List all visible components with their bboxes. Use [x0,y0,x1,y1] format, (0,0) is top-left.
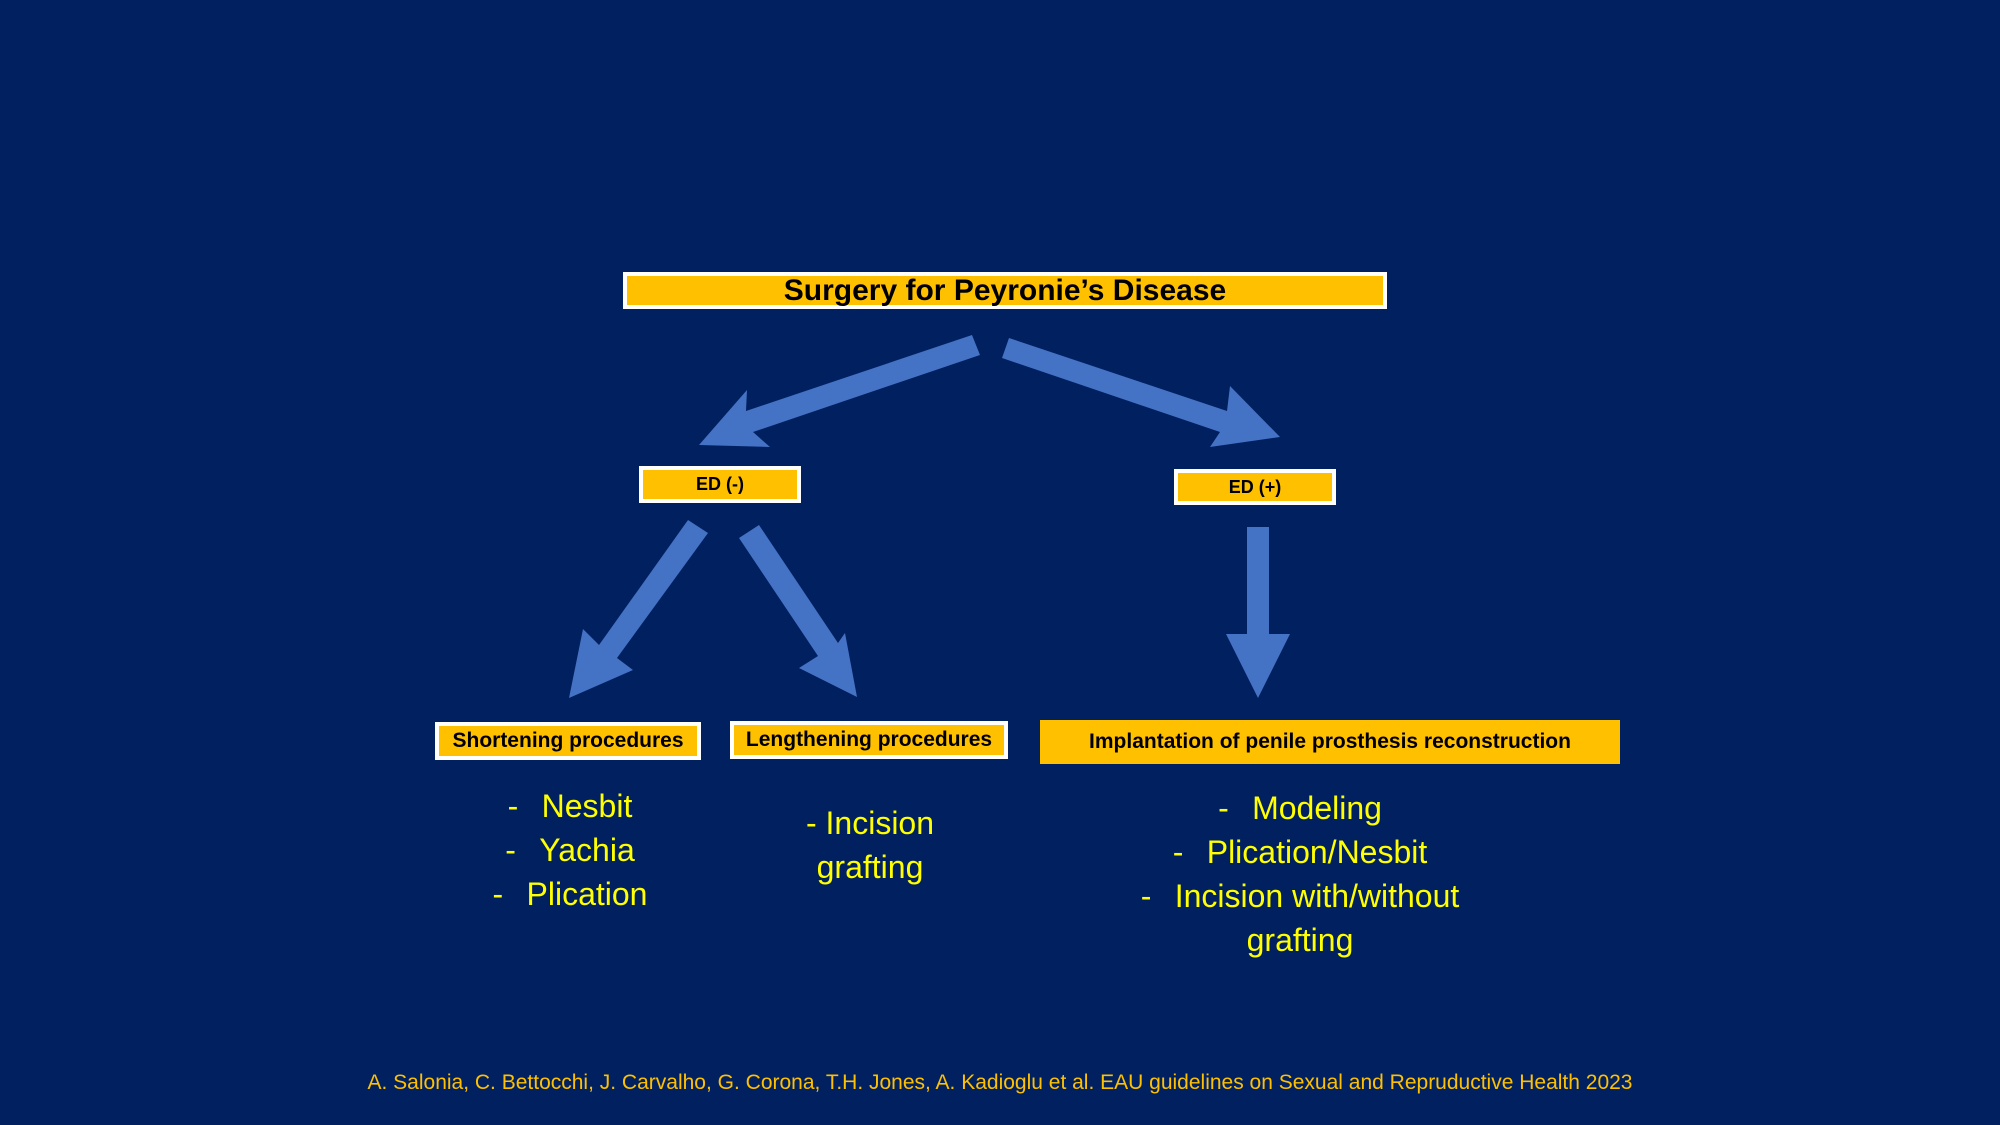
citation: A. Salonia, C. Bettocchi, J. Carvalho, G… [367,1071,1633,1094]
shortening-procedures-box: Shortening procedures [435,722,701,760]
list-item: grafting [816,849,924,885]
list-item: -Plication/Nesbit [1172,834,1428,870]
list-item: grafting [1246,922,1354,958]
list-item: -Nesbit [507,788,633,824]
ed-positive-box: ED (+) [1174,469,1336,505]
arrow-to-ed-negative [699,335,980,447]
lengthening-procedures-box: Lengthening procedures [730,721,1008,759]
list-item: - Incision [805,805,935,841]
diagram-title: Surgery for Peyronie’s Disease [623,272,1387,309]
list-item: -Incision with/without [1140,878,1460,914]
arrow-to-implantation [1226,527,1290,698]
ed-negative-box: ED (-) [639,466,801,503]
arrow-to-lengthening [739,525,857,697]
arrow-to-ed-positive [1002,338,1280,447]
list-item: -Yachia [505,832,635,868]
list-item: -Modeling [1218,790,1382,826]
implantation-box: Implantation of penile prosthesis recons… [1040,720,1620,764]
list-item: -Plication [492,876,648,912]
arrow-to-shortening [569,520,708,698]
shortening-list: -Nesbit -Yachia -Plication [470,784,670,916]
implantation-list: -Modeling -Plication/Nesbit -Incision wi… [1090,786,1510,962]
lengthening-list: - Incision grafting [760,801,980,889]
